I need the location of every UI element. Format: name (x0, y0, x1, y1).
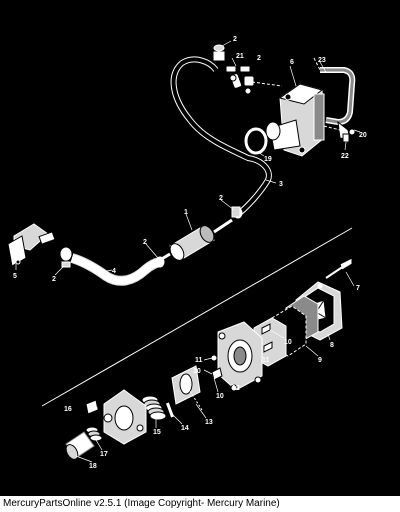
screws (210, 257, 353, 392)
callout-15: 15 (153, 429, 161, 436)
diaphragm-housing (217, 321, 263, 391)
exploded-parts-diagram: 2 21 2 6 23 20 22 19 3 2 1 2 4 2 5 7 8 9… (0, 0, 400, 496)
copyright-footer: MercuryPartsOnline v2.5.1 (Image Copyrig… (0, 496, 400, 512)
callout-2: 2 (257, 55, 261, 62)
callout-18: 18 (89, 463, 97, 470)
callout-21: 21 (236, 53, 244, 60)
hose-clamps (60, 44, 243, 268)
fuel-pump-assembly (265, 83, 325, 157)
callout-11: 11 (262, 357, 270, 364)
callout-11: 11 (195, 357, 203, 364)
callout-13: 13 (205, 419, 213, 426)
pin (164, 401, 176, 419)
callout-10: 10 (284, 339, 292, 346)
leader-lines (15, 40, 361, 463)
callout-12: 12 (232, 385, 240, 392)
callout-2: 2 (233, 36, 237, 43)
callout-2: 2 (143, 239, 147, 246)
callout-19: 19 (264, 156, 272, 163)
callout-14: 14 (181, 425, 189, 432)
o-ring (244, 127, 268, 155)
callout-23: 23 (318, 57, 326, 64)
callout-9: 9 (318, 357, 322, 364)
pump-end-cap (85, 389, 147, 445)
callout-2: 2 (52, 276, 56, 283)
callout-10: 10 (216, 393, 224, 400)
callout-10: 10 (193, 368, 201, 375)
callout-3: 3 (279, 181, 283, 188)
callout-7: 7 (356, 285, 360, 292)
fuel-connector (7, 223, 56, 267)
callout-2: 2 (219, 195, 223, 202)
diagram-svg: 2 21 2 6 23 20 22 19 3 2 1 2 4 2 5 7 8 9… (7, 36, 367, 470)
callout-4: 4 (112, 268, 116, 275)
callout-20: 20 (359, 132, 367, 139)
spring-and-plug (65, 426, 103, 460)
callout-17: 17 (100, 451, 108, 458)
callout-1: 1 (184, 209, 188, 216)
diaphragm-piston (171, 365, 203, 411)
footer-caption: MercuryPartsOnline v2.5.1 (Image Copyrig… (3, 498, 280, 509)
fuel-hose-lower (70, 253, 163, 286)
section-divider (41, 227, 353, 407)
fuel-filter (159, 218, 233, 262)
callout-6: 6 (290, 59, 294, 66)
spring (141, 395, 167, 421)
callout-5: 5 (13, 273, 17, 280)
callout-22: 22 (341, 153, 349, 160)
callout-16: 16 (64, 406, 72, 413)
fuel-hose-upper (170, 56, 272, 219)
screw-and-washer (337, 120, 356, 143)
callout-8: 8 (330, 342, 334, 349)
callout-labels: 2 21 2 6 23 20 22 19 3 2 1 2 4 2 5 7 8 9… (13, 36, 367, 470)
mounting-bracket (313, 57, 356, 126)
elbow-fittings (225, 65, 255, 95)
